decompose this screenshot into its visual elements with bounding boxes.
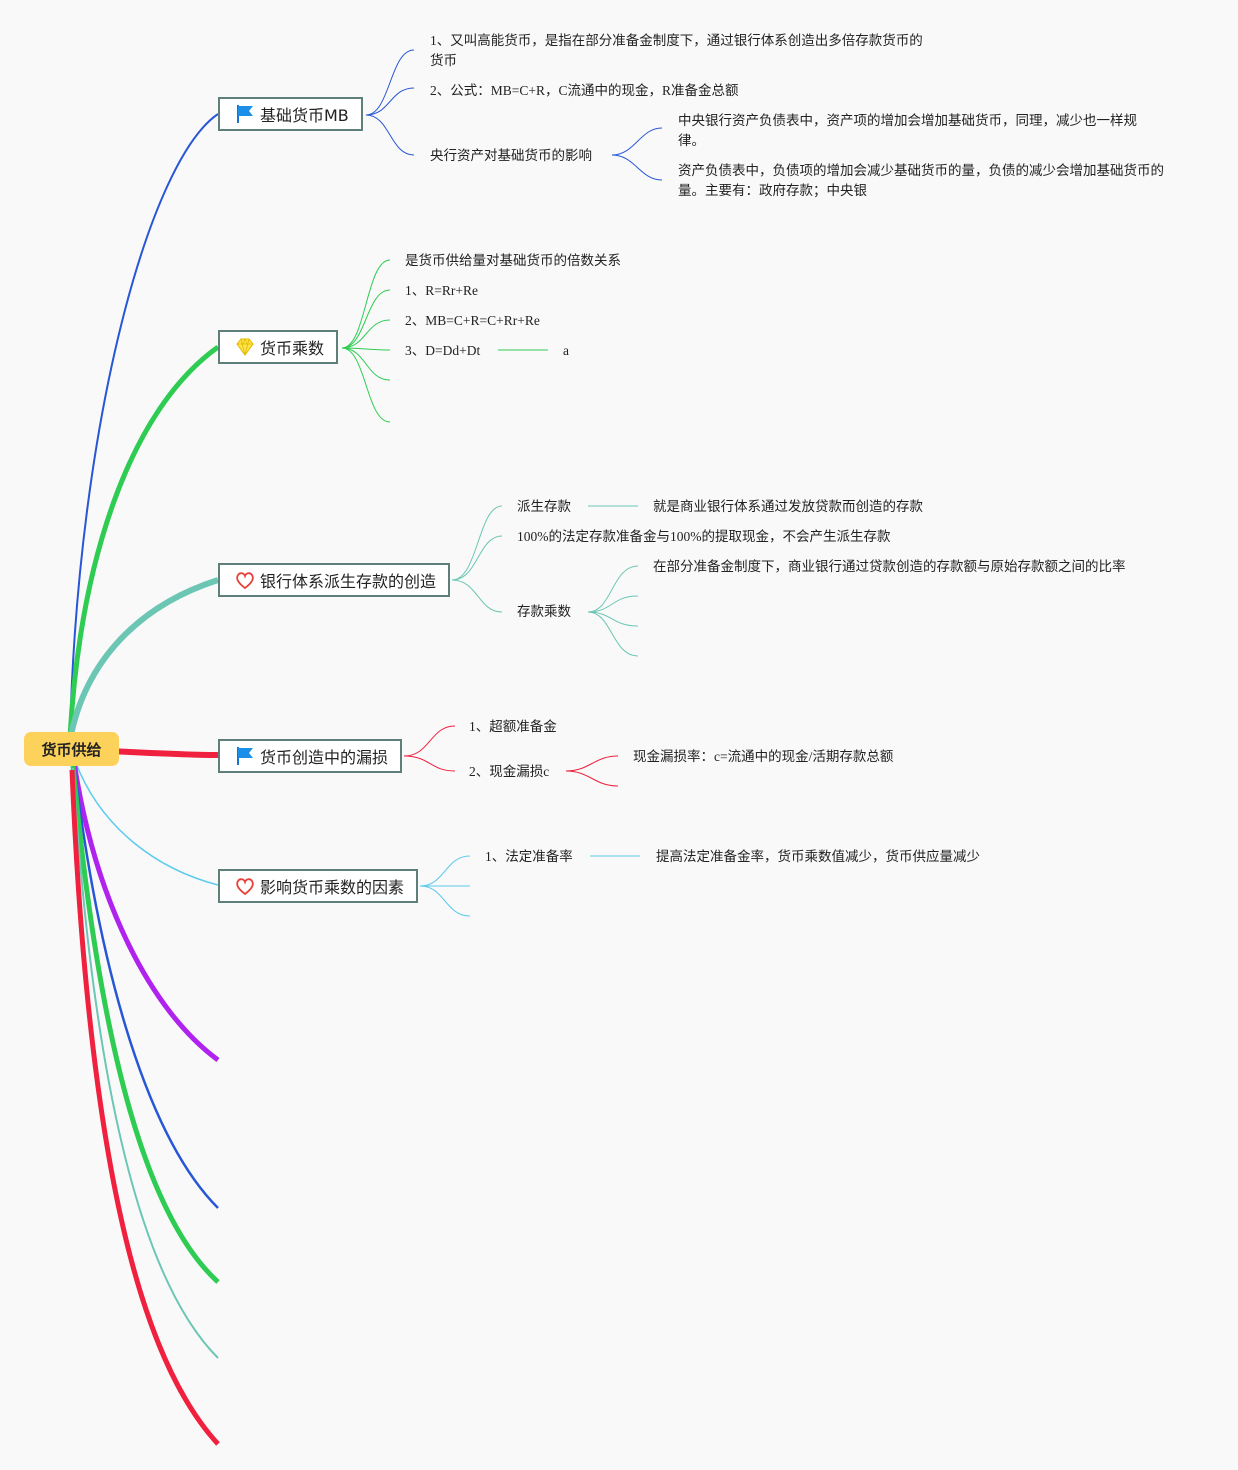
branch-multiplier-factors[interactable]: 影响货币乘数的因素 bbox=[218, 869, 419, 903]
root-link-derivative bbox=[67, 577, 219, 741]
node-cash-leakage[interactable]: 2、现金漏损c bbox=[469, 764, 550, 779]
node-legal-reserve-effect[interactable]: 提高法定准备金率，货币乘数值减少，货币供应量减少 bbox=[656, 849, 980, 864]
node-multiplier-definition[interactable]: 是货币供给量对基础货币的倍数关系 bbox=[405, 253, 621, 268]
flag-icon bbox=[234, 745, 256, 767]
node-multiplier-formula-3[interactable]: 3、D=Dd+Dt bbox=[405, 343, 481, 358]
node-full-reserve-note[interactable]: 100%的法定存款准备金与100%的提取现金，不会产生派生存款 bbox=[517, 529, 891, 544]
node-multiplier-formula-1[interactable]: 1、R=Rr+Re bbox=[405, 283, 478, 298]
root-link-empty-red bbox=[69, 769, 220, 1446]
flag-icon bbox=[234, 103, 256, 125]
root-link-empty-blue bbox=[72, 763, 219, 1209]
branch-label: 货币创造中的漏损 bbox=[260, 748, 389, 767]
branch-label: 基础货币MB bbox=[260, 106, 349, 125]
node-deposit-multiplier-definition[interactable]: 在部分准备金制度下，商业银行通过贷款创造的存款额与原始存款额之间的比率 bbox=[653, 559, 1126, 574]
branch-basic-money[interactable]: 基础货币MB bbox=[218, 97, 363, 131]
node-asset-effect[interactable]: 中央银行资产负债表中，资产项的增加会增加基础货币，同理，减少也一样规律。 bbox=[678, 113, 1137, 148]
node-basic-money-definition[interactable]: 1、又叫高能货币，是指在部分准备金制度下，通过银行体系创造出多倍存款货币的货币 bbox=[430, 33, 923, 68]
branch-label: 银行体系派生存款的创造 bbox=[260, 572, 437, 591]
heart-icon bbox=[234, 569, 256, 591]
root-topic[interactable]: 货币供给 bbox=[24, 732, 119, 766]
root-link-multiplier bbox=[67, 344, 220, 738]
node-legal-reserve-rate[interactable]: 1、法定准备率 bbox=[485, 849, 573, 864]
branch-label: 影响货币乘数的因素 bbox=[260, 878, 405, 897]
root-link-basic-money bbox=[69, 113, 219, 736]
heart-icon bbox=[234, 875, 256, 897]
root-link-empty-purple bbox=[71, 761, 220, 1063]
node-deposit-multiplier[interactable]: 存款乘数 bbox=[517, 604, 571, 619]
node-cash-leakage-rate[interactable]: 现金漏损率：c=流通中的现金/活期存款总额 bbox=[633, 749, 894, 764]
node-liability-effect[interactable]: 资产负债表中，负债项的增加会减少基础货币的量，负债的减少会增加基础货币的量。主要… bbox=[678, 163, 1164, 198]
node-excess-reserve[interactable]: 1、超额准备金 bbox=[469, 719, 557, 734]
branch-money-multiplier[interactable]: 货币乘数 bbox=[218, 330, 339, 364]
branch-label: 货币乘数 bbox=[260, 339, 325, 358]
node-derivative-deposit[interactable]: 派生存款 bbox=[517, 499, 571, 514]
branch-derivative-deposit[interactable]: 银行体系派生存款的创造 bbox=[218, 563, 451, 597]
root-link-leakage bbox=[109, 748, 219, 758]
node-basic-money-formula[interactable]: 2、公式：MB=C+R，C流通中的现金，R准备金总额 bbox=[430, 83, 739, 98]
diamond-icon bbox=[234, 336, 256, 358]
node-multiplier-a[interactable]: a bbox=[563, 343, 569, 358]
branch-leakage[interactable]: 货币创造中的漏损 bbox=[218, 739, 403, 773]
node-central-bank-assets[interactable]: 央行资产对基础货币的影响 bbox=[430, 148, 592, 163]
root-link-empty-green bbox=[70, 765, 220, 1284]
root-link-factors bbox=[73, 757, 219, 886]
root-link-empty-teal bbox=[72, 767, 219, 1359]
node-multiplier-formula-2[interactable]: 2、MB=C+R=C+Rr+Re bbox=[405, 313, 540, 328]
node-derivative-deposit-definition[interactable]: 就是商业银行体系通过发放贷款而创造的存款 bbox=[653, 499, 923, 514]
